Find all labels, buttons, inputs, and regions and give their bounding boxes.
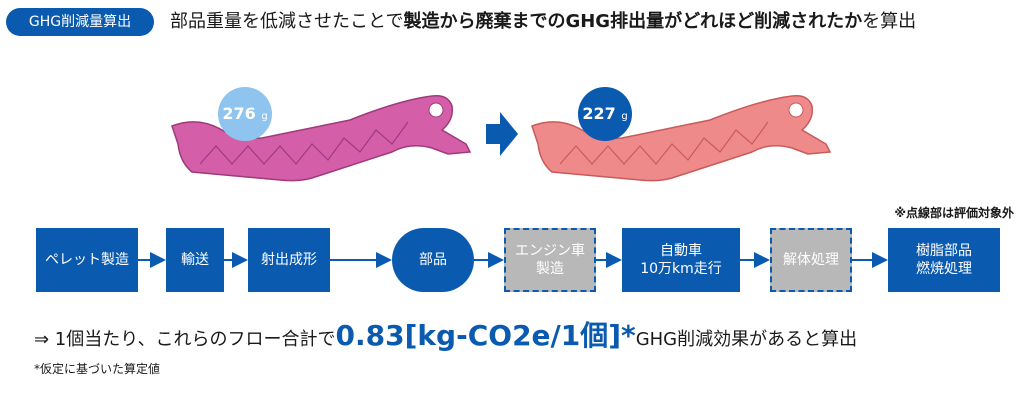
result-value: 0.83[kg-CO2e/1個]*	[335, 319, 636, 352]
parts-illustration	[171, 94, 832, 182]
change-arrow	[486, 112, 518, 156]
result-suffix: GHG削減効果があると算出	[635, 329, 858, 350]
flow-step-pellet: ペレット製造	[36, 228, 138, 292]
weight-before-badge: 276 g	[218, 87, 272, 141]
flow-step-label: 樹脂部品	[916, 243, 972, 259]
flow-arrows	[138, 252, 888, 268]
flow-step-label-2: 燃焼処理	[916, 261, 972, 277]
flow-step-label: エンジン車	[515, 243, 585, 259]
flow-step-injection: 射出成形	[248, 228, 330, 292]
weight-before-value: 276	[222, 104, 256, 123]
flow-step-label: ペレット製造	[45, 252, 129, 268]
flow-step-incineration: 樹脂部品 燃焼処理	[888, 228, 1000, 292]
flow-step-transport: 輸送	[166, 228, 224, 292]
part-before-image	[171, 94, 472, 182]
part-after-image	[531, 94, 832, 182]
result-line: ⇒ 1個当たり、これらのフロー合計で0.83[kg-CO2e/1個]*GHG削減…	[34, 316, 857, 356]
flow-step-label: 解体処理	[783, 252, 839, 268]
flow-step-label-2: 10万km走行	[640, 261, 722, 277]
dashed-note: ※点線部は評価対象外	[894, 206, 1014, 220]
title-post: を算出	[862, 11, 917, 32]
flow-step-engine-car: エンジン車 製造	[504, 228, 596, 292]
title-pre: 部品重量を低減させたことで	[170, 11, 404, 32]
flow-step-label: 輸送	[181, 252, 209, 268]
result-prefix: ⇒ 1個当たり、これらのフロー合計で	[34, 329, 336, 350]
flow-step-dismantling: 解体処理	[770, 228, 852, 292]
header-badge: GHG削減量算出	[6, 8, 154, 36]
flow-step-driving: 自動車 10万km走行	[622, 228, 740, 292]
title-bold: 製造から廃棄までのGHG排出量がどれほど削減されたか	[403, 11, 863, 32]
weight-after-unit: g	[621, 111, 628, 122]
weight-after-value: 227	[582, 104, 616, 123]
weight-before-unit: g	[261, 111, 268, 122]
flow-step-part: 部品	[392, 228, 474, 292]
footnote: *仮定に基づいた算定値	[34, 362, 161, 376]
flow-step-label-2: 製造	[536, 261, 564, 277]
weight-after-badge: 227 g	[578, 87, 632, 141]
flow-step-label: 部品	[419, 252, 447, 268]
flow-step-label: 射出成形	[261, 252, 317, 268]
page-title: 部品重量を低減させたことで製造から廃棄までのGHG排出量がどれほど削減されたかを…	[170, 8, 916, 36]
flow-step-label: 自動車	[660, 243, 702, 259]
